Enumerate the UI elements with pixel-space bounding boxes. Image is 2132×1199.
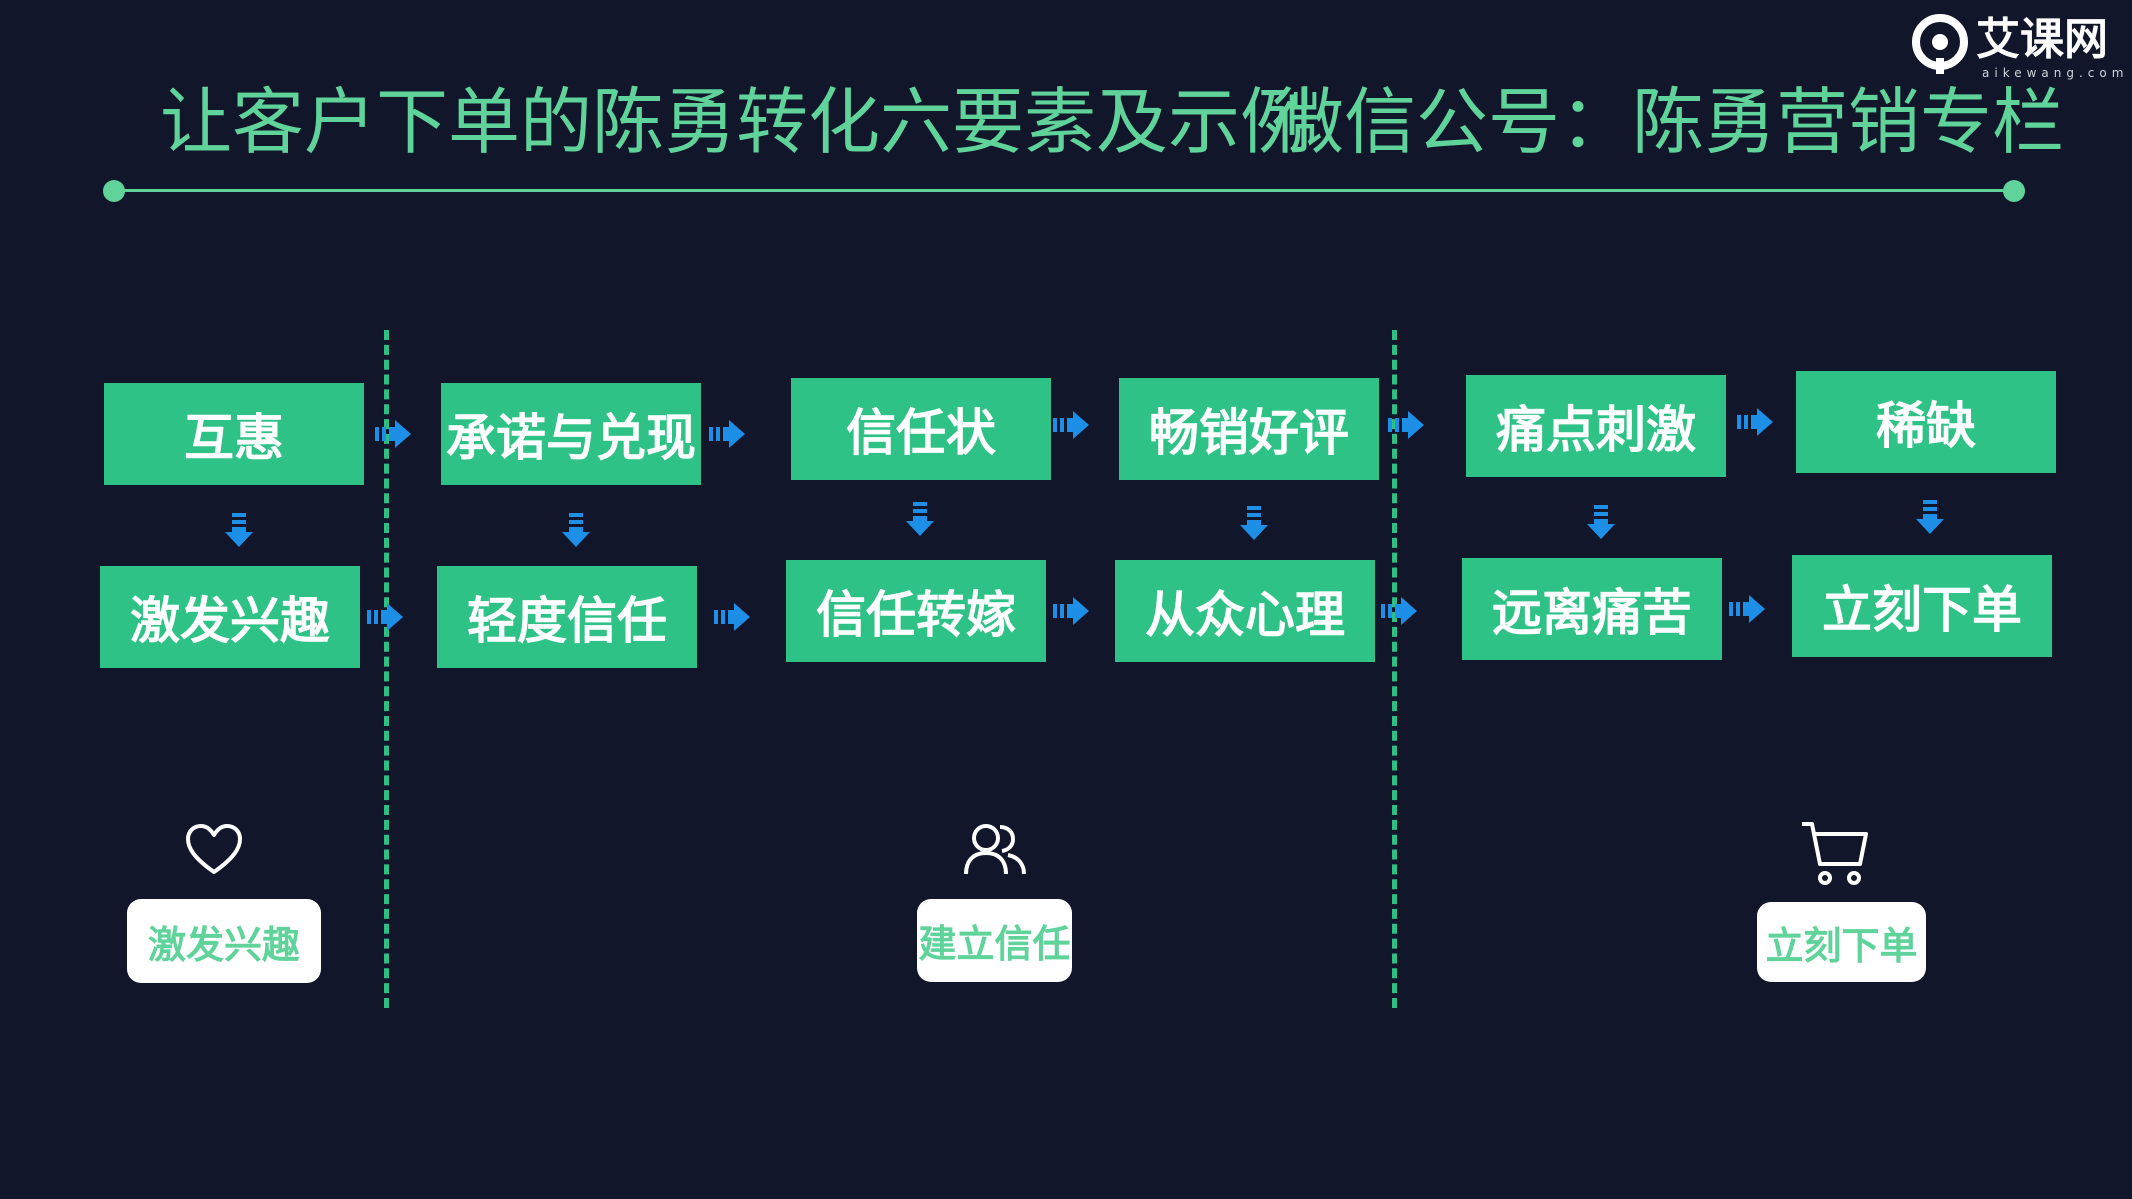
cart-icon xyxy=(1802,822,1868,885)
category-badge-trust: 建立信任 xyxy=(917,899,1072,982)
arrow-right-icon xyxy=(367,603,403,631)
arrow-down-icon xyxy=(1916,500,1944,534)
logo-text: 艾课网 xyxy=(1976,14,2108,65)
separator-1 xyxy=(384,330,389,1008)
logo: 艾课网 aikewang.com xyxy=(1912,12,2123,82)
arrow-right-icon xyxy=(714,603,750,631)
box-bestseller-reviews: 畅销好评 xyxy=(1119,378,1379,480)
arrow-right-icon xyxy=(1053,411,1089,439)
arrow-right-icon xyxy=(1737,408,1773,436)
box-herd-mentality: 从众心理 xyxy=(1115,560,1375,662)
title-divider xyxy=(112,189,2016,192)
box-scarcity: 稀缺 xyxy=(1796,371,2056,473)
box-light-trust: 轻度信任 xyxy=(437,566,697,668)
heart-icon xyxy=(186,824,242,874)
arrow-down-icon xyxy=(1240,506,1268,540)
main-title: 让客户下单的陈勇转化六要素及示例 xyxy=(160,80,1313,164)
box-avoid-pain: 远离痛苦 xyxy=(1462,558,1722,660)
category-badge-interest: 激发兴趣 xyxy=(127,899,321,983)
arrow-right-icon xyxy=(1053,597,1089,625)
arrow-right-icon xyxy=(1729,595,1765,623)
users-icon xyxy=(964,824,1026,875)
box-trust-transfer: 信任转嫁 xyxy=(786,560,1046,662)
category-badge-order: 立刻下单 xyxy=(1757,902,1926,982)
arrow-right-icon xyxy=(1381,597,1417,625)
logo-subtext: aikewang.com xyxy=(1982,66,2129,80)
arrow-down-icon xyxy=(1587,505,1615,539)
arrow-down-icon xyxy=(906,502,934,536)
arrow-right-icon xyxy=(1388,411,1424,439)
box-reciprocity: 互惠 xyxy=(104,383,364,485)
divider-right-dot xyxy=(2003,180,2025,202)
box-spark-interest: 激发兴趣 xyxy=(100,566,360,668)
arrow-right-icon xyxy=(709,420,745,448)
box-commitment: 承诺与兑现 xyxy=(441,383,701,485)
separator-2 xyxy=(1392,330,1397,1008)
logo-icon xyxy=(1912,14,1968,74)
subtitle: 微信公号：陈勇营销专栏 xyxy=(1272,80,2065,164)
arrow-right-icon xyxy=(375,420,411,448)
box-pain-point: 痛点刺激 xyxy=(1466,375,1726,477)
box-credential: 信任状 xyxy=(791,378,1051,480)
page-title: 让客户下单的陈勇转化六要素及示例 微信公号：陈勇营销专栏 xyxy=(160,72,2064,172)
divider-left-dot xyxy=(103,180,125,202)
arrow-down-icon xyxy=(225,513,253,547)
arrow-down-icon xyxy=(562,513,590,547)
box-order-now: 立刻下单 xyxy=(1792,555,2052,657)
